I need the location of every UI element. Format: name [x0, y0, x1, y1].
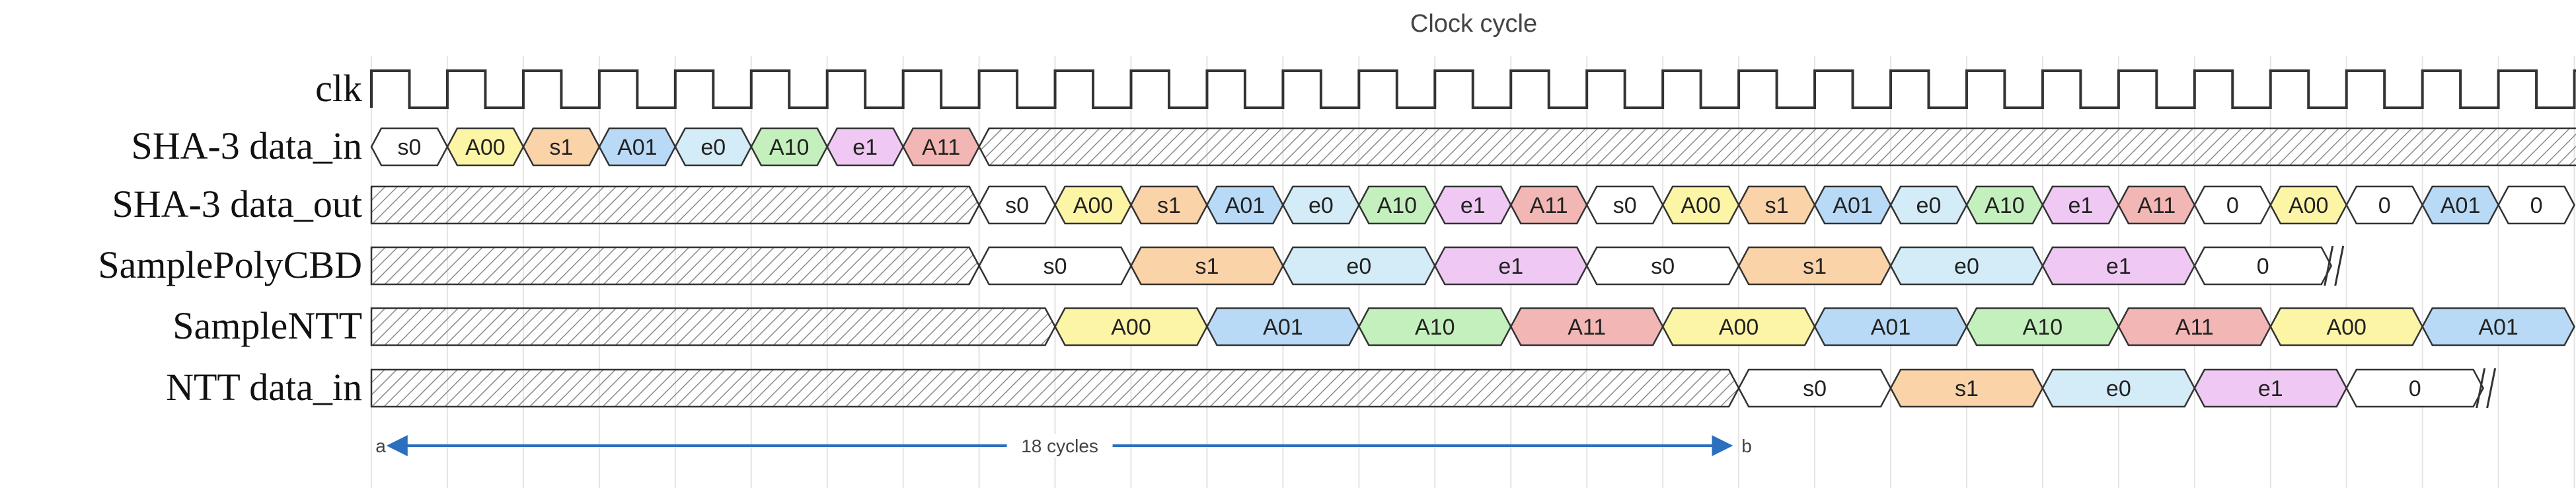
- bus-value-label: s1: [1157, 193, 1181, 218]
- bus-value-label: s1: [1803, 254, 1827, 279]
- bus-value-label: e0: [1346, 254, 1371, 279]
- clock-waveform: [370, 69, 2576, 109]
- signal-row: s0 s1 e0 e1 s0 s1 e0 e1 0: [370, 245, 2345, 286]
- signal-label: SHA-3 data_out: [112, 183, 362, 225]
- bus-value-label: A11: [2137, 193, 2176, 218]
- cycle-span-label-bg: [1006, 434, 1113, 458]
- bus-value-label: e1: [852, 135, 878, 160]
- bus-value-label: A11: [922, 135, 960, 160]
- undefined-data-segment: [978, 127, 2576, 167]
- bus-value-label: A01: [2441, 193, 2481, 218]
- undefined-data-segment: [370, 246, 981, 286]
- bus-value-label: e1: [2068, 193, 2093, 218]
- bus-value-cell: [2345, 368, 2485, 408]
- bus-value-label: A01: [1263, 315, 1303, 340]
- bus-value-label: A11: [1568, 315, 1606, 340]
- cycle-span-label: 18 cycles: [1021, 436, 1098, 456]
- diagram-title: Clock cycle: [1410, 10, 1537, 38]
- bus-value-label: e0: [1308, 193, 1334, 218]
- bus-value-label: A10: [1985, 193, 2025, 218]
- bus-value-label: s0: [1803, 376, 1827, 401]
- bus-value-label: 0: [2409, 376, 2421, 401]
- bus-value-label: 0: [2257, 254, 2269, 279]
- bus-value-label: A11: [2176, 315, 2214, 340]
- time-break-mark: [2334, 245, 2345, 286]
- bus-value-cell: [2421, 307, 2575, 346]
- bus-value-label: A01: [2478, 315, 2519, 340]
- bus-value-label: A01: [1225, 193, 1266, 218]
- cycle-span-start-label: a: [375, 436, 386, 456]
- bus-value-label: s1: [1955, 376, 1979, 401]
- signal-label: SHA-3 data_in: [131, 124, 362, 167]
- bus-value-label: A00: [2289, 193, 2329, 218]
- undefined-data-segment: [370, 185, 981, 225]
- signal-row: [370, 69, 2576, 109]
- bus-value-label: A10: [769, 135, 810, 160]
- bus-value-label: e0: [1954, 254, 1979, 279]
- undefined-data-segment: [370, 368, 1740, 408]
- bus-value-label: e1: [2106, 254, 2131, 279]
- bus-value-label: A00: [1073, 193, 1114, 218]
- signal-row: s0 A00 s1 A01 e0 A10 e1 A11: [370, 127, 2576, 167]
- undefined-data-segment: [370, 307, 1056, 346]
- bus-value-label: e0: [701, 135, 726, 160]
- bus-value-label: e1: [1498, 254, 1523, 279]
- bus-value-label: s0: [1651, 254, 1675, 279]
- bus-value-label: 0: [2378, 193, 2391, 218]
- cycle-span-end-label: b: [1741, 436, 1752, 456]
- bus-value-label: A00: [1681, 193, 1721, 218]
- bus-value-label: A01: [617, 135, 658, 160]
- bus-value-label: A10: [2023, 315, 2063, 340]
- bus-value-label: s0: [1005, 193, 1029, 218]
- bus-value-label: s1: [549, 135, 573, 160]
- signal-row: s0 s1 e0 e1 0: [370, 368, 2497, 409]
- bus-value-cell: [2193, 246, 2333, 286]
- bus-value-label: A00: [1111, 315, 1151, 340]
- bus-value-label: e0: [1916, 193, 1942, 218]
- bus-value-label: A01: [1833, 193, 1873, 218]
- bus-value-label: A01: [1871, 315, 1911, 340]
- bus-value-label: s0: [1613, 193, 1637, 218]
- signal-row: A00 A01 A10 A11 A00 A01 A10 A11 A00 A01: [370, 307, 2575, 346]
- bus-value-label: A00: [465, 135, 506, 160]
- signal-label: SampleNTT: [172, 304, 362, 347]
- signal-label: clk: [315, 67, 362, 110]
- signal-label: SamplePolyCBD: [98, 243, 362, 286]
- bus-value-label: e1: [2258, 376, 2283, 401]
- time-break-mark: [2324, 245, 2334, 286]
- signal-label: NTT data_in: [166, 366, 362, 409]
- signal-row: s0 A00 s1 A01 e0 A10 e1 A11 s0 A00 s1 A01 e0 A10 e1 A11…: [370, 185, 2575, 225]
- bus-value-label: A00: [2326, 315, 2367, 340]
- bus-value-label: e1: [1460, 193, 1486, 218]
- bus-value-label: s1: [1765, 193, 1789, 218]
- time-break-mark: [2476, 368, 2486, 409]
- bus-value-label: e0: [2106, 376, 2131, 401]
- bus-value-label: 0: [2530, 193, 2543, 218]
- bus-value-label: A00: [1719, 315, 1759, 340]
- cycle-span-marker: 18 cycles a b: [375, 434, 1752, 458]
- bus-value-label: s0: [1043, 254, 1067, 279]
- time-break-mark: [2486, 368, 2497, 409]
- bus-value-label: A10: [1377, 193, 1418, 218]
- bus-value-cell: [2497, 185, 2575, 225]
- bus-value-label: A10: [1415, 315, 1455, 340]
- bus-value-label: s0: [398, 135, 422, 160]
- bus-value-cell: [902, 127, 981, 167]
- bus-value-label: A11: [1530, 193, 1568, 218]
- bus-value-label: s1: [1195, 254, 1219, 279]
- bus-value-label: 0: [2226, 193, 2239, 218]
